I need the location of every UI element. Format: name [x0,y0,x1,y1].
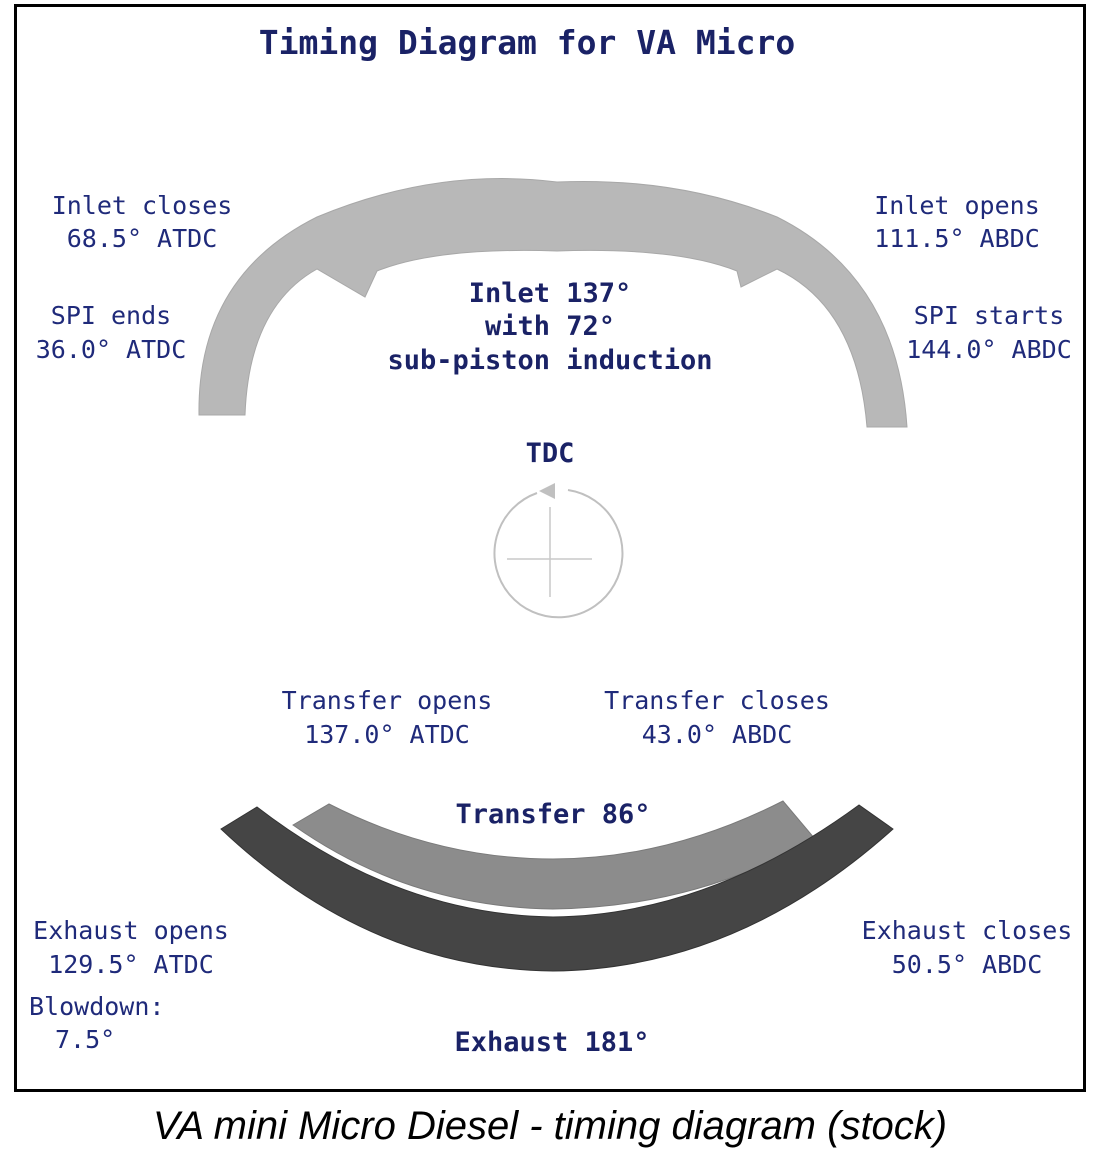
blowdown-label: Blowdown: [29,992,164,1021]
transfer-opens-label: Transfer opens [282,686,493,715]
diagram-title: Timing Diagram for VA Micro [259,23,795,62]
inlet-closes-value: 68.5° ATDC [67,224,218,253]
inlet-duration-line3: sub-piston induction [387,345,712,376]
exhaust-opens-value: 129.5° ATDC [48,950,214,979]
transfer-closes-value: 43.0° ABDC [642,720,793,749]
inlet-opens-label: Inlet opens [874,191,1040,220]
tdc-label: TDC [526,438,575,469]
spi-starts-value: 144.0° ABDC [906,335,1072,364]
transfer-opens-value: 137.0° ATDC [304,720,470,749]
exhaust-duration: Exhaust 181° [454,1027,649,1058]
inlet-arc [198,178,908,428]
inlet-duration-line2: with 72° [485,311,615,342]
blowdown-value: 7.5° [55,1025,115,1054]
exhaust-arc [220,804,894,972]
crosshair-icon [507,507,592,597]
diagram-frame: Timing Diagram for VA Micro Inlet closes… [14,4,1086,1092]
rotation-arrow-icon [493,483,624,619]
exhaust-opens-label: Exhaust opens [33,916,229,945]
inlet-closes-label: Inlet closes [52,191,233,220]
inlet-opens-value: 111.5° ABDC [874,224,1040,253]
spi-ends-value: 36.0° ATDC [36,335,187,364]
inlet-duration-line1: Inlet 137° [469,278,632,309]
exhaust-closes-label: Exhaust closes [862,916,1073,945]
transfer-closes-label: Transfer closes [604,686,830,715]
transfer-duration: Transfer 86° [455,799,650,830]
spi-starts-label: SPI starts [914,301,1065,330]
timing-diagram: Timing Diagram for VA Micro Inlet closes… [29,23,1073,1058]
spi-ends-label: SPI ends [51,301,171,330]
exhaust-closes-value: 50.5° ABDC [892,950,1043,979]
figure-caption: VA mini Micro Diesel - timing diagram (s… [152,1104,948,1148]
